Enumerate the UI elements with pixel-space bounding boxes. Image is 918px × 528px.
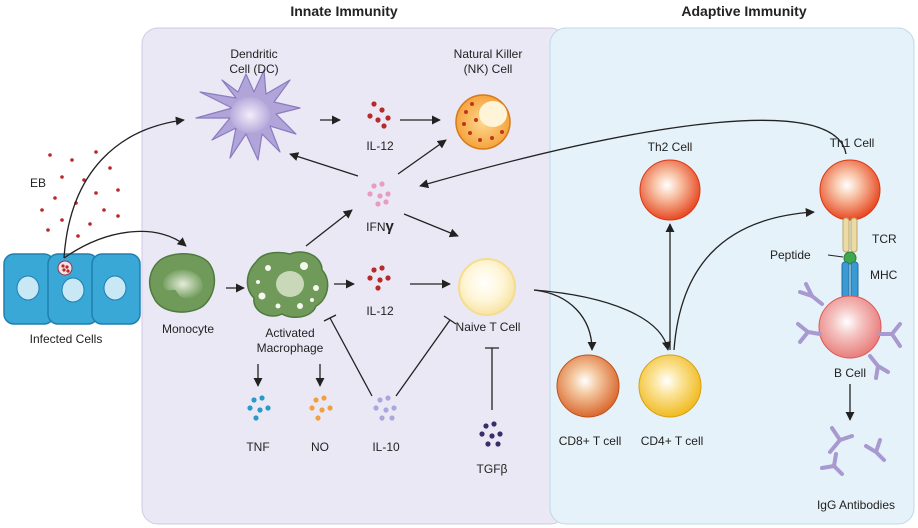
il10-label: IL-10 [372,440,400,454]
antibody-group [796,282,902,476]
adaptive-panel [549,27,915,525]
nk-label-line2: (NK) Cell [463,62,513,76]
infected-cells-label: Infected Cells [29,332,103,346]
activated-label-line1: Activated [265,326,315,340]
il12-top-cluster [367,101,391,129]
monocyte [148,253,216,313]
b-cell-label: B Cell [833,366,867,380]
innate-header: Innate Immunity [290,3,398,19]
arrow-ifn-to-dc [289,152,359,177]
ifn-label-text: IFN [366,220,386,234]
il12-top-label: IL-12 [366,139,394,153]
il12-mid-label: IL-12 [366,304,394,318]
naive-t-cell [458,258,516,316]
tnf-label: TNF [246,440,270,454]
dendritic-cell [195,69,301,161]
nk-cell [455,94,511,150]
cd8-label: CD8+ T cell [558,434,622,448]
arrow-cd4-to-th1 [673,207,815,351]
pathway-arrows [63,115,855,421]
arrow-infected-to-monocyte [63,230,187,259]
no-cluster [309,395,333,421]
th1-cell [819,159,881,221]
arrow-infected-to-dc [63,116,185,259]
th2-cell [639,159,701,221]
th1-label: Th1 Cell [829,136,875,150]
arrow-ifn-to-nk [397,139,447,175]
mhc-label: MHC [870,268,898,282]
activated-macrophage [246,251,329,319]
adaptive-header: Adaptive Immunity [681,3,807,19]
no-label: NO [311,440,329,454]
eb-label: EB [30,176,47,190]
cd4-label: CD4+ T cell [640,434,704,448]
ifn-label: IFNγ [366,218,394,235]
ifn-cluster [367,181,391,207]
monocyte-label: Monocyte [161,322,215,336]
inhibit-il10-to-macrophage [323,314,373,397]
infected-cells [3,253,141,325]
arrow-th1-to-ifn [419,119,847,189]
peptide-label: Peptide [770,248,811,262]
il12-mid-cluster [367,265,391,291]
arrow-naive-to-cd4 [533,289,671,351]
cd8-cell [556,354,620,418]
naive-t-label: Naive T Cell [455,320,521,334]
igg-label: IgG Antibodies [816,498,896,512]
dendritic-label-line1: Dendritic [230,47,278,61]
dendritic-label-line2: Cell (DC) [229,62,279,76]
arrow-macrophage-to-ifn [305,209,353,247]
eb-particles [40,150,120,238]
tcr-label: TCR [872,232,897,246]
arrow-naive-to-cd8 [533,289,597,351]
inhibit-il10-to-naive [395,315,457,397]
cd4-cell [638,354,702,418]
ifn-gamma-symbol: γ [385,218,394,235]
activated-label-line2: Macrophage [256,341,324,355]
th2-label: Th2 Cell [647,140,693,154]
tcr-mhc-complex [827,217,859,299]
tgfb-cluster [479,421,503,447]
arrow-ifn-to-naive [403,213,459,238]
tnf-cluster [247,395,271,421]
nk-label-line1: Natural Killer [453,47,523,61]
b-cell [818,295,882,359]
il10-cluster [373,395,397,421]
inhibit-tgfb-to-naive [485,347,499,410]
tgfb-label: TGFβ [476,462,508,476]
